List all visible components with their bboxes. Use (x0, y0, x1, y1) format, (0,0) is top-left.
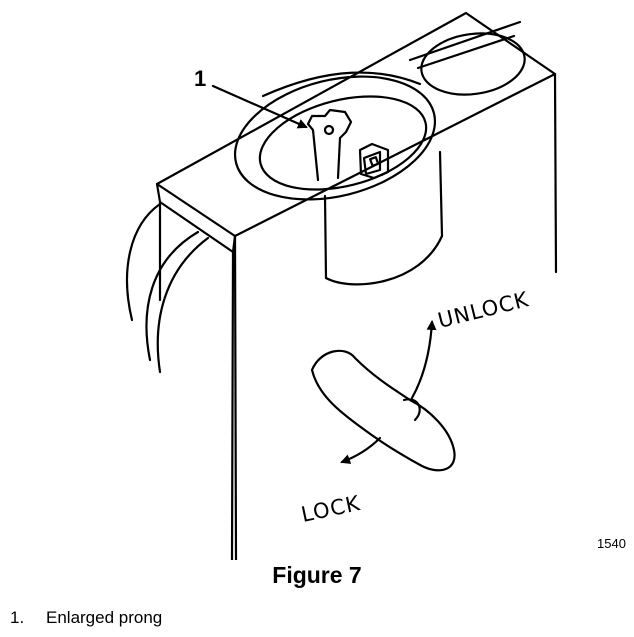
small-prong (358, 142, 390, 180)
lock-knob (310, 349, 456, 472)
unlock-arrow (410, 320, 437, 400)
figure-caption: Figure 7 (272, 562, 362, 588)
figure-id: 1540 (597, 536, 626, 551)
receptacle-top-surface (155, 11, 557, 238)
socket-rim (233, 75, 437, 201)
unlock-label: UNLOCK (435, 287, 531, 333)
locking-receptacle-illustration: 1 UNLOCK LOCK 1540 (125, 11, 626, 560)
power-cord (125, 202, 162, 322)
enlarged-prong (306, 108, 353, 182)
rear-boss (420, 32, 526, 96)
lock-label: LOCK (299, 491, 363, 527)
receptacle-front-face (233, 234, 238, 560)
callout-number-1: 1 (194, 66, 206, 91)
prong-hole (323, 124, 335, 136)
lock-arrow (340, 436, 382, 464)
legend-item-text: Enlarged prong (46, 608, 163, 627)
legend-item-number: 1. (10, 608, 25, 627)
callout-leader (211, 84, 308, 129)
legend-item: 1. Enlarged prong (10, 608, 162, 628)
